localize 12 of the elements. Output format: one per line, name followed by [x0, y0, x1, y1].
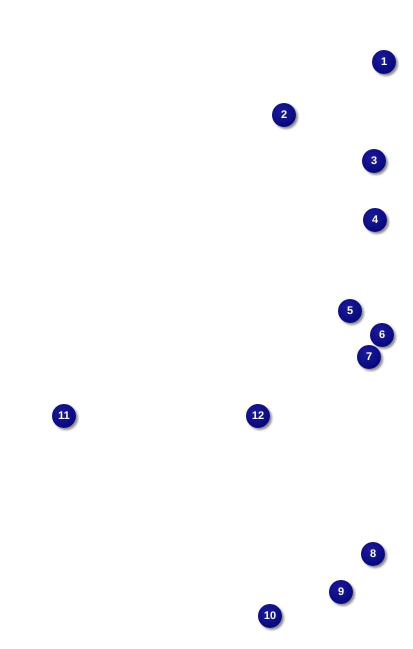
callout-number: 4: [363, 208, 387, 232]
callout-number: 9: [329, 580, 353, 604]
callout-number: 2: [272, 103, 296, 127]
callout-number: 5: [338, 299, 362, 323]
callout-number: 1: [372, 50, 396, 74]
callout-number: 11: [52, 404, 76, 428]
callout-number: 3: [362, 149, 386, 173]
callout-number: 7: [357, 345, 381, 369]
callout-number: 8: [361, 542, 385, 566]
callout-number: 12: [246, 404, 270, 428]
callout-number: 6: [370, 323, 394, 347]
callout-number: 10: [258, 604, 282, 628]
